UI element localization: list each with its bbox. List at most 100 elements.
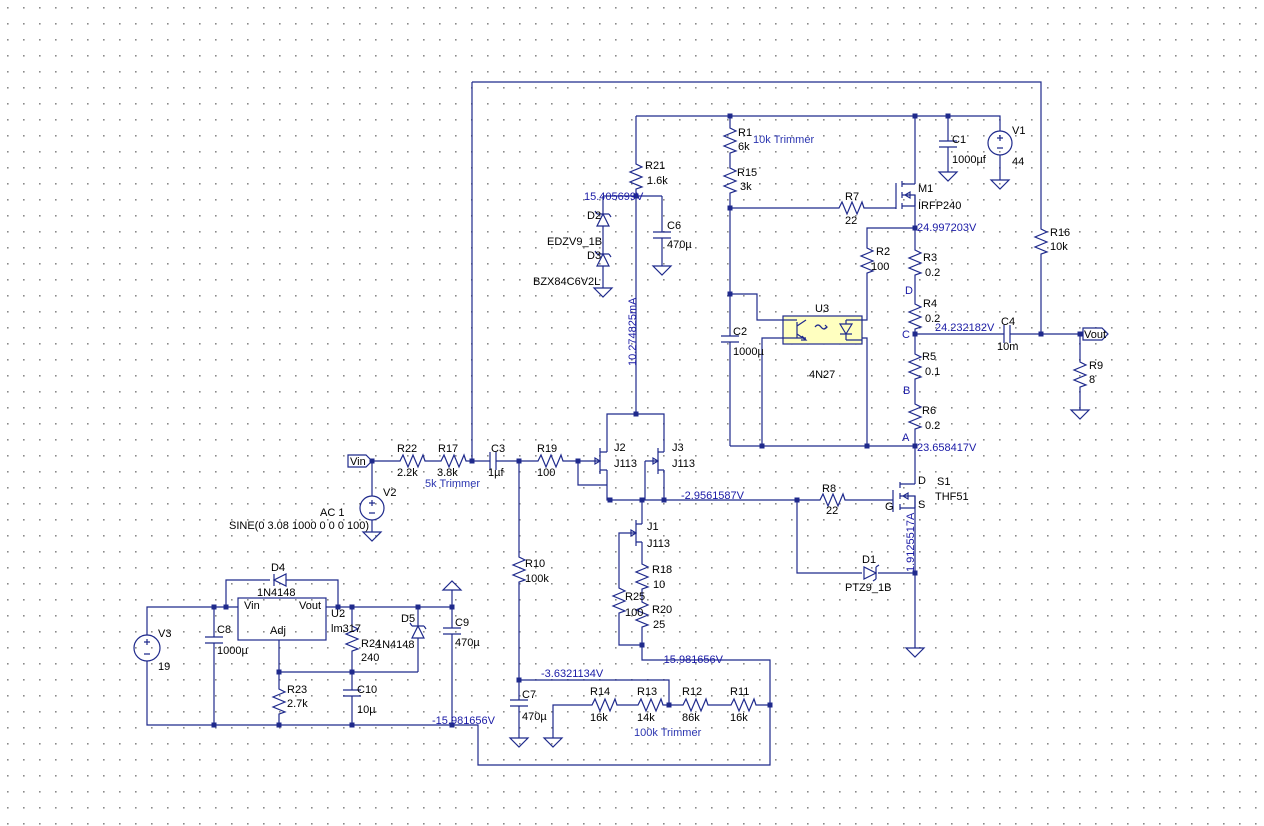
s1-value: THF51 xyxy=(935,491,969,503)
r7-ref: R7 xyxy=(845,191,859,203)
d2-ref: D2 xyxy=(587,210,601,222)
j3-ref: J3 xyxy=(672,442,684,454)
r3-value: 0.2 xyxy=(925,267,940,279)
r21-ref: R21 xyxy=(645,160,665,172)
r16-value: 10k xyxy=(1050,241,1068,253)
d4-ref: D4 xyxy=(271,562,285,574)
r6-value: 0.2 xyxy=(925,420,940,432)
c10-ref: C10 xyxy=(357,684,377,696)
probe-node-gate-bus: -2.9561587V xyxy=(681,490,745,502)
node-label-a: A xyxy=(902,432,910,444)
r11-ref: R11 xyxy=(730,686,749,698)
s1-ref: S1 xyxy=(937,476,950,488)
jfet-j2[interactable] xyxy=(594,448,607,474)
r7-value: 22 xyxy=(845,215,857,227)
c3-ref: C3 xyxy=(491,443,505,455)
d3-value: BZX84C6V2L xyxy=(533,276,600,288)
r20-ref: R20 xyxy=(652,604,672,616)
d1-value: PTZ9_1B xyxy=(845,582,891,594)
d5-value: 1N4148 xyxy=(376,639,415,651)
r24-value: 240 xyxy=(361,652,379,664)
r5-ref: R5 xyxy=(922,351,936,363)
c9-ref: C9 xyxy=(455,617,469,629)
r18-ref: R18 xyxy=(652,564,672,576)
r2-value: 100 xyxy=(871,261,889,273)
node-label-b: B xyxy=(903,385,910,397)
vout-flag[interactable] xyxy=(1082,327,1109,341)
c9-value: 470µ xyxy=(455,637,480,649)
c6-ref: C6 xyxy=(667,220,681,232)
r23-value: 2.7k xyxy=(287,698,308,710)
r8-ref: R8 xyxy=(822,483,836,495)
mosfet-s1[interactable] xyxy=(892,482,916,512)
j3-value: J113 xyxy=(672,458,695,470)
v3-value: 19 xyxy=(158,661,170,673)
v2-ac: AC 1 xyxy=(320,507,344,519)
r14-value: 16k xyxy=(590,712,608,724)
r4-value: 0.2 xyxy=(925,313,940,325)
probe-node-m1-source: 24.997203V xyxy=(917,222,977,234)
r25-ref: R25 xyxy=(625,591,645,603)
r21-value: 1.6k xyxy=(647,175,668,187)
c2-ref: C2 xyxy=(733,326,747,338)
d5-ref: D5 xyxy=(401,613,415,625)
r24-ref: R24 xyxy=(361,638,381,650)
c8-value: 1000µ xyxy=(217,645,248,657)
r9-value: 8 xyxy=(1089,374,1095,386)
probe-node-a: 23.658417V xyxy=(917,442,977,454)
optocoupler-u3[interactable] xyxy=(782,315,863,345)
r13-value: 14k xyxy=(637,712,655,724)
r16-ref: R16 xyxy=(1050,227,1070,239)
c3-value: 1µf xyxy=(488,467,504,479)
r25-value: 100 xyxy=(625,607,643,619)
node-label-d: D xyxy=(905,285,913,297)
s1-pin-s: S xyxy=(918,499,925,511)
r3-ref: R3 xyxy=(923,252,937,264)
u3-value: 4N27 xyxy=(809,369,835,381)
r22-value: 2.2k xyxy=(397,467,418,479)
probe-current-r21: 10.274825mA xyxy=(627,297,639,366)
voltage-source-v3[interactable] xyxy=(133,634,161,662)
r12-value: 86k xyxy=(682,712,700,724)
r9-ref: R9 xyxy=(1089,360,1103,372)
r17-value: 3.8k xyxy=(437,467,458,479)
r6-ref: R6 xyxy=(922,405,936,417)
v3-ref: V3 xyxy=(158,628,171,640)
j2-value: J113 xyxy=(614,458,637,470)
v2-ref: V2 xyxy=(383,487,396,499)
d4-value: 1N4148 xyxy=(257,587,296,599)
probe-node-c: 24.232182V xyxy=(935,322,995,334)
vin-flag-label: Vin xyxy=(350,456,366,468)
u2-pin-vout: Vout xyxy=(299,600,321,612)
r15-value: 3k xyxy=(740,181,752,193)
r19-value: 100 xyxy=(537,467,555,479)
r20-value: 25 xyxy=(653,619,665,631)
r17-trimmer-note: 5k Trimmer xyxy=(425,478,480,490)
r1-ref: R1 xyxy=(738,127,752,139)
r17-ref: R17 xyxy=(438,443,458,455)
regulator-u2[interactable] xyxy=(237,597,327,641)
r4-ref: R4 xyxy=(923,298,937,310)
r22-ref: R22 xyxy=(397,443,417,455)
jfet-j1[interactable] xyxy=(630,520,642,546)
r1-trimmer-note: 10k Trimmer xyxy=(753,134,814,146)
s1-pin-g: G xyxy=(885,501,894,513)
mosfet-m1[interactable] xyxy=(895,181,916,209)
jfet-j3[interactable] xyxy=(652,448,664,474)
v2-value: SINE(0 3.08 1000 0 0 0 100) xyxy=(229,520,369,532)
v1-ref: V1 xyxy=(1012,125,1025,137)
probe-node-neg-right: -15.981656V xyxy=(660,654,724,666)
r11-value: 16k xyxy=(730,712,748,724)
probe-node-r10: -3.6321134V xyxy=(541,668,604,680)
vin-flag[interactable] xyxy=(347,454,373,468)
probe-node-neg-left: -15.981656V xyxy=(432,715,496,727)
r13-ref: R13 xyxy=(637,686,657,698)
c10-value: 10µ xyxy=(357,704,376,716)
c1-ref: C1 xyxy=(952,134,966,146)
r10-value: 100k xyxy=(525,573,549,585)
u2-pin-adj: Adj xyxy=(270,625,286,637)
v1-value: 44 xyxy=(1012,156,1024,168)
c6-value: 470µ xyxy=(667,239,692,251)
